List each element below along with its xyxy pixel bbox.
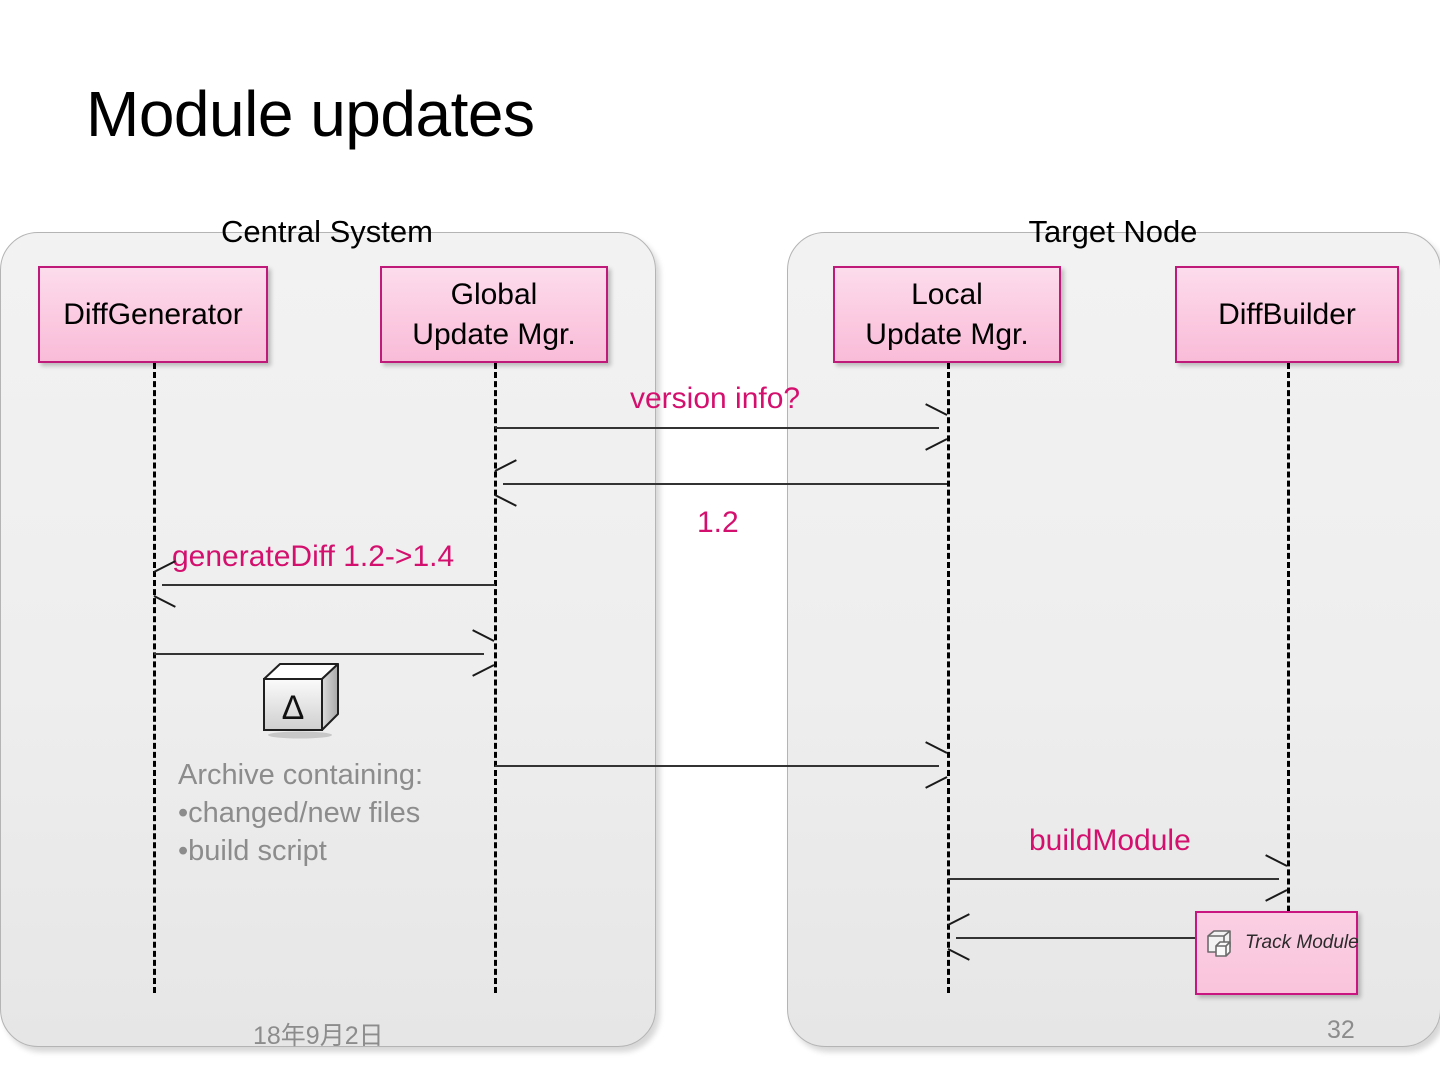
note-archive-line2: •changed/new files [178, 797, 421, 829]
message-line-generate-diff [162, 584, 495, 586]
note-archive-line1: Archive containing: [178, 759, 424, 791]
page-title: Module updates [86, 78, 535, 150]
lifeline-label-line1: Global [450, 277, 538, 311]
lifeline-box-global-update-mgr[interactable]: Global Update Mgr. [380, 266, 608, 363]
track-module-box[interactable]: Track Module [1195, 911, 1359, 995]
arrowhead-version-info [923, 414, 945, 440]
footer-date: 18年9月2日 [253, 1022, 384, 1050]
arrowhead-send-archive [923, 752, 945, 778]
frame-central-system-label: Central System [221, 214, 433, 249]
lifeline-local-update-mgr [947, 363, 950, 993]
delta-cube-icon: Δ [263, 663, 339, 739]
arrowhead-build-module [1263, 865, 1285, 891]
delta-glyph: Δ [282, 689, 305, 727]
message-label-version-info: version info? [630, 382, 801, 415]
message-label-generate-diff: generateDiff 1.2->1.4 [172, 540, 455, 573]
lifeline-label-diffbuilder: DiffBuilder [1218, 297, 1356, 331]
message-line-build-module [948, 878, 1279, 880]
message-label-build-module: buildModule [1029, 824, 1191, 857]
arrowhead-generate-diff [154, 571, 176, 597]
lifeline-label-line2: Update Mgr. [412, 317, 576, 351]
message-label-version-reply: 1.2 [697, 506, 739, 539]
track-module-label: Track Module [1245, 932, 1359, 953]
lifeline-label-line2: Update Mgr. [865, 317, 1029, 351]
lifeline-global-update-mgr [494, 363, 497, 993]
lifeline-box-diffbuilder[interactable]: DiffBuilder [1175, 266, 1399, 363]
frame-central-system [0, 232, 656, 1047]
lifeline-diffbuilder [1287, 363, 1290, 993]
lifeline-label-diffgenerator: DiffGenerator [63, 297, 243, 331]
lifeline-label-local-update-mgr: Local Update Mgr. [865, 275, 1028, 354]
lifeline-diffgenerator [153, 363, 156, 993]
lifeline-box-local-update-mgr[interactable]: Local Update Mgr. [833, 266, 1061, 363]
message-line-version-info [495, 427, 939, 429]
note-archive-line3: •build script [178, 835, 327, 867]
lifeline-box-diffgenerator[interactable]: DiffGenerator [38, 266, 268, 363]
message-line-diff-return [154, 653, 484, 655]
lifeline-label-global-update-mgr: Global Update Mgr. [412, 275, 575, 354]
component-icon [1207, 930, 1231, 957]
arrowhead-build-return [948, 924, 970, 950]
message-line-version-reply [503, 483, 947, 485]
lifeline-label-line1: Local [911, 277, 983, 311]
frame-target-node-label: Target Node [1028, 214, 1198, 249]
message-line-send-archive [495, 765, 939, 767]
message-line-build-return [956, 937, 1196, 939]
arrowhead-version-reply [495, 470, 517, 496]
arrowhead-diff-return [470, 640, 492, 666]
footer-page-number: 32 [1327, 1016, 1355, 1044]
